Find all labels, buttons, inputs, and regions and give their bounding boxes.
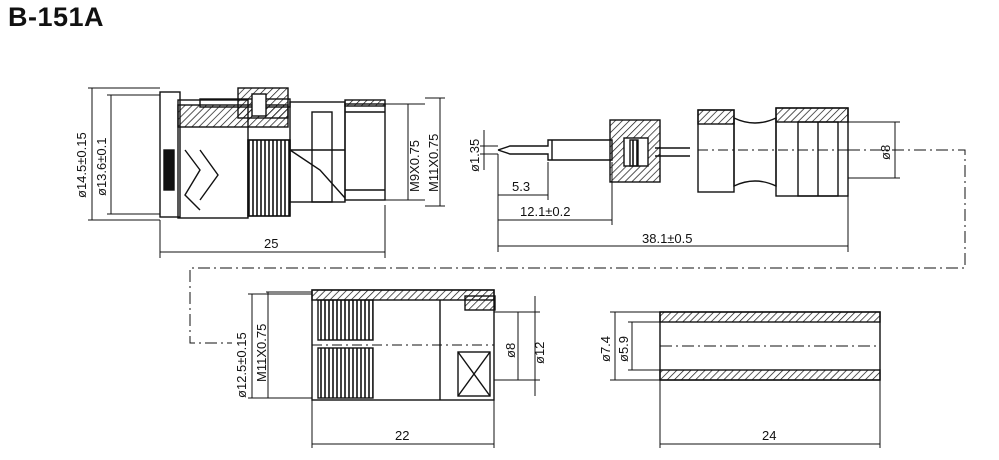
dim-length-24: 24 bbox=[762, 428, 776, 443]
dim-length-22: 22 bbox=[395, 428, 409, 443]
dim-length-38-1: 38.1±0.5 bbox=[642, 231, 693, 246]
dim-diameter-5-9: ø5.9 bbox=[616, 336, 631, 362]
dim-diameter-12-5: ø12.5±0.15 bbox=[234, 332, 249, 398]
dim-diameter-12: ø12 bbox=[532, 342, 547, 364]
dim-thread-m11-top: M11X0.75 bbox=[426, 134, 441, 192]
dim-thread-m9: M9X0.75 bbox=[407, 140, 422, 192]
plug-body-view bbox=[159, 87, 386, 219]
dim-length-12-1: 12.1±0.2 bbox=[520, 204, 571, 219]
plug-body-dimension-lines bbox=[88, 87, 445, 258]
pin-and-crimp-view bbox=[497, 107, 849, 197]
dim-diameter-1-35: ø1.35 bbox=[467, 139, 482, 172]
dim-diameter-8-bottom: ø8 bbox=[503, 343, 518, 358]
dim-length-25: 25 bbox=[264, 236, 278, 251]
dim-diameter-7-4: ø7.4 bbox=[598, 336, 613, 362]
pin-crimp-dimension-lines bbox=[480, 121, 900, 252]
assembly-centerline bbox=[189, 149, 966, 344]
dim-thread-m11-bottom: M11X0.75 bbox=[254, 324, 269, 382]
dim-diameter-14-5: ø14.5±0.15 bbox=[74, 132, 89, 198]
drawing-title: B-151A bbox=[8, 2, 105, 32]
ferrule-tube-dimension-lines bbox=[610, 311, 881, 448]
dim-diameter-8-top: ø8 bbox=[878, 145, 893, 160]
dim-diameter-13-6: ø13.6±0.1 bbox=[94, 138, 109, 196]
coupling-nut-view bbox=[311, 289, 496, 401]
ferrule-tube-view bbox=[659, 311, 881, 381]
dim-length-5-3: 5.3 bbox=[512, 179, 530, 194]
coupling-nut-dimension-lines bbox=[248, 291, 540, 448]
